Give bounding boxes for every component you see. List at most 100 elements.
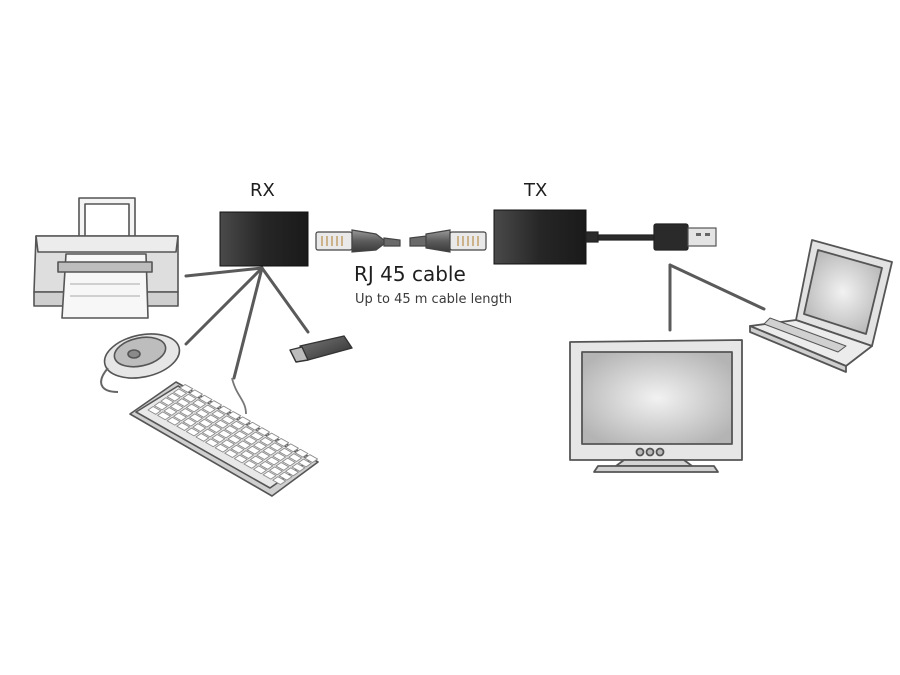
keyboard-key [173, 412, 187, 422]
keyboard-key [233, 454, 248, 464]
keyboard-key [185, 427, 200, 437]
keyboard-key [294, 448, 309, 458]
usb-stick-icon [289, 335, 353, 363]
keyboard-key [211, 410, 226, 419]
keyboard-key [262, 470, 277, 480]
keyboard-key [275, 462, 290, 471]
keyboard-key [240, 450, 255, 459]
usb-plug-icon [585, 223, 717, 251]
keyboard-key [182, 393, 197, 403]
keyboard-key [278, 447, 293, 457]
keyboard-key [246, 421, 261, 431]
keyboard-key [214, 443, 229, 453]
keyboard-key [272, 476, 287, 485]
keyboard-key [198, 394, 213, 404]
cable-length-label: Up to 45 m cable length [355, 292, 513, 307]
keyboard-key [173, 388, 187, 398]
rx-label: RX [250, 180, 275, 201]
keyboard-key [243, 436, 258, 445]
keyboard-key [265, 456, 280, 466]
keyboard-key [169, 402, 184, 412]
keyboard-key [201, 404, 216, 414]
rj45-plug-right-icon [409, 229, 487, 253]
keyboard-key [224, 449, 239, 458]
keyboard-key [269, 442, 283, 452]
keyboard-key [233, 430, 248, 440]
keyboard-key [214, 419, 229, 429]
keyboard-key [211, 434, 226, 443]
keyboard-icon [129, 377, 319, 497]
keyboard-key [192, 423, 207, 432]
keyboard-key [285, 443, 299, 453]
keyboard-key [237, 416, 251, 426]
keyboard-key [278, 471, 293, 481]
keyboard-key [221, 415, 235, 425]
keyboard-key [217, 429, 232, 439]
keyboard-key [205, 414, 219, 424]
keyboard-key [304, 454, 319, 463]
keyboard-key [153, 401, 168, 411]
keyboard-key [253, 441, 267, 451]
keyboard-key [246, 445, 261, 455]
keyboard-key [240, 426, 255, 435]
keyboard-key [185, 403, 200, 413]
keyboard-key [230, 444, 245, 454]
keyboard-key [157, 411, 171, 421]
keyboard-key [285, 467, 299, 477]
keyboard-key [208, 424, 223, 433]
keyboard-key [201, 428, 216, 438]
laptop-icon [749, 239, 893, 373]
keyboard-key [227, 411, 242, 420]
keyboard-key [208, 400, 223, 409]
keyboard-key [256, 427, 271, 436]
keyboard-key [265, 432, 280, 442]
keyboard-key [166, 416, 181, 426]
keyboard-key [281, 457, 296, 467]
keyboard-key [262, 446, 277, 456]
keyboard-key [182, 417, 197, 427]
keyboard-key [163, 407, 178, 416]
keyboard-key [160, 397, 175, 406]
keyboard-key [195, 409, 210, 418]
rx-module [219, 211, 309, 267]
mouse-icon [100, 333, 181, 393]
keyboard-key [217, 405, 232, 415]
keyboard-key [230, 420, 245, 430]
cable-label: RJ 45 cable [354, 262, 466, 286]
keyboard-key [224, 425, 239, 434]
keyboard-key [227, 435, 242, 444]
keyboard-key [147, 406, 162, 415]
printer-icon [33, 197, 179, 319]
keyboard-key [297, 458, 312, 468]
tx-module [493, 209, 587, 265]
keyboard-key [288, 453, 303, 462]
keyboard-key [179, 408, 194, 417]
keyboard-key [189, 413, 203, 423]
rj45-plug-left-icon [315, 229, 401, 253]
keyboard-key [249, 431, 264, 441]
keyboard-key [253, 465, 267, 475]
receiver-connection-lines [184, 266, 310, 380]
keyboard-key [272, 452, 287, 461]
keyboard-key [256, 451, 271, 460]
tx-label: TX [524, 180, 548, 201]
keyboard-key [243, 460, 258, 469]
keyboard-key [198, 418, 213, 428]
monitor-icon [569, 339, 743, 473]
keyboard-key [291, 463, 306, 472]
keyboard-key [221, 439, 235, 449]
keyboard-key [259, 461, 274, 470]
keyboard-key [176, 422, 191, 431]
keyboard-key [205, 438, 219, 448]
keyboard-key [189, 389, 203, 399]
keyboard-key [166, 392, 181, 402]
transmitter-connection-lines [668, 263, 766, 332]
keyboard-key [195, 433, 210, 442]
keyboard-key [237, 440, 251, 450]
keyboard-key [249, 455, 264, 465]
keyboard-key [176, 398, 191, 407]
keyboard-key [259, 437, 274, 446]
keyboard-key [179, 384, 194, 393]
keyboard-key [269, 466, 283, 476]
